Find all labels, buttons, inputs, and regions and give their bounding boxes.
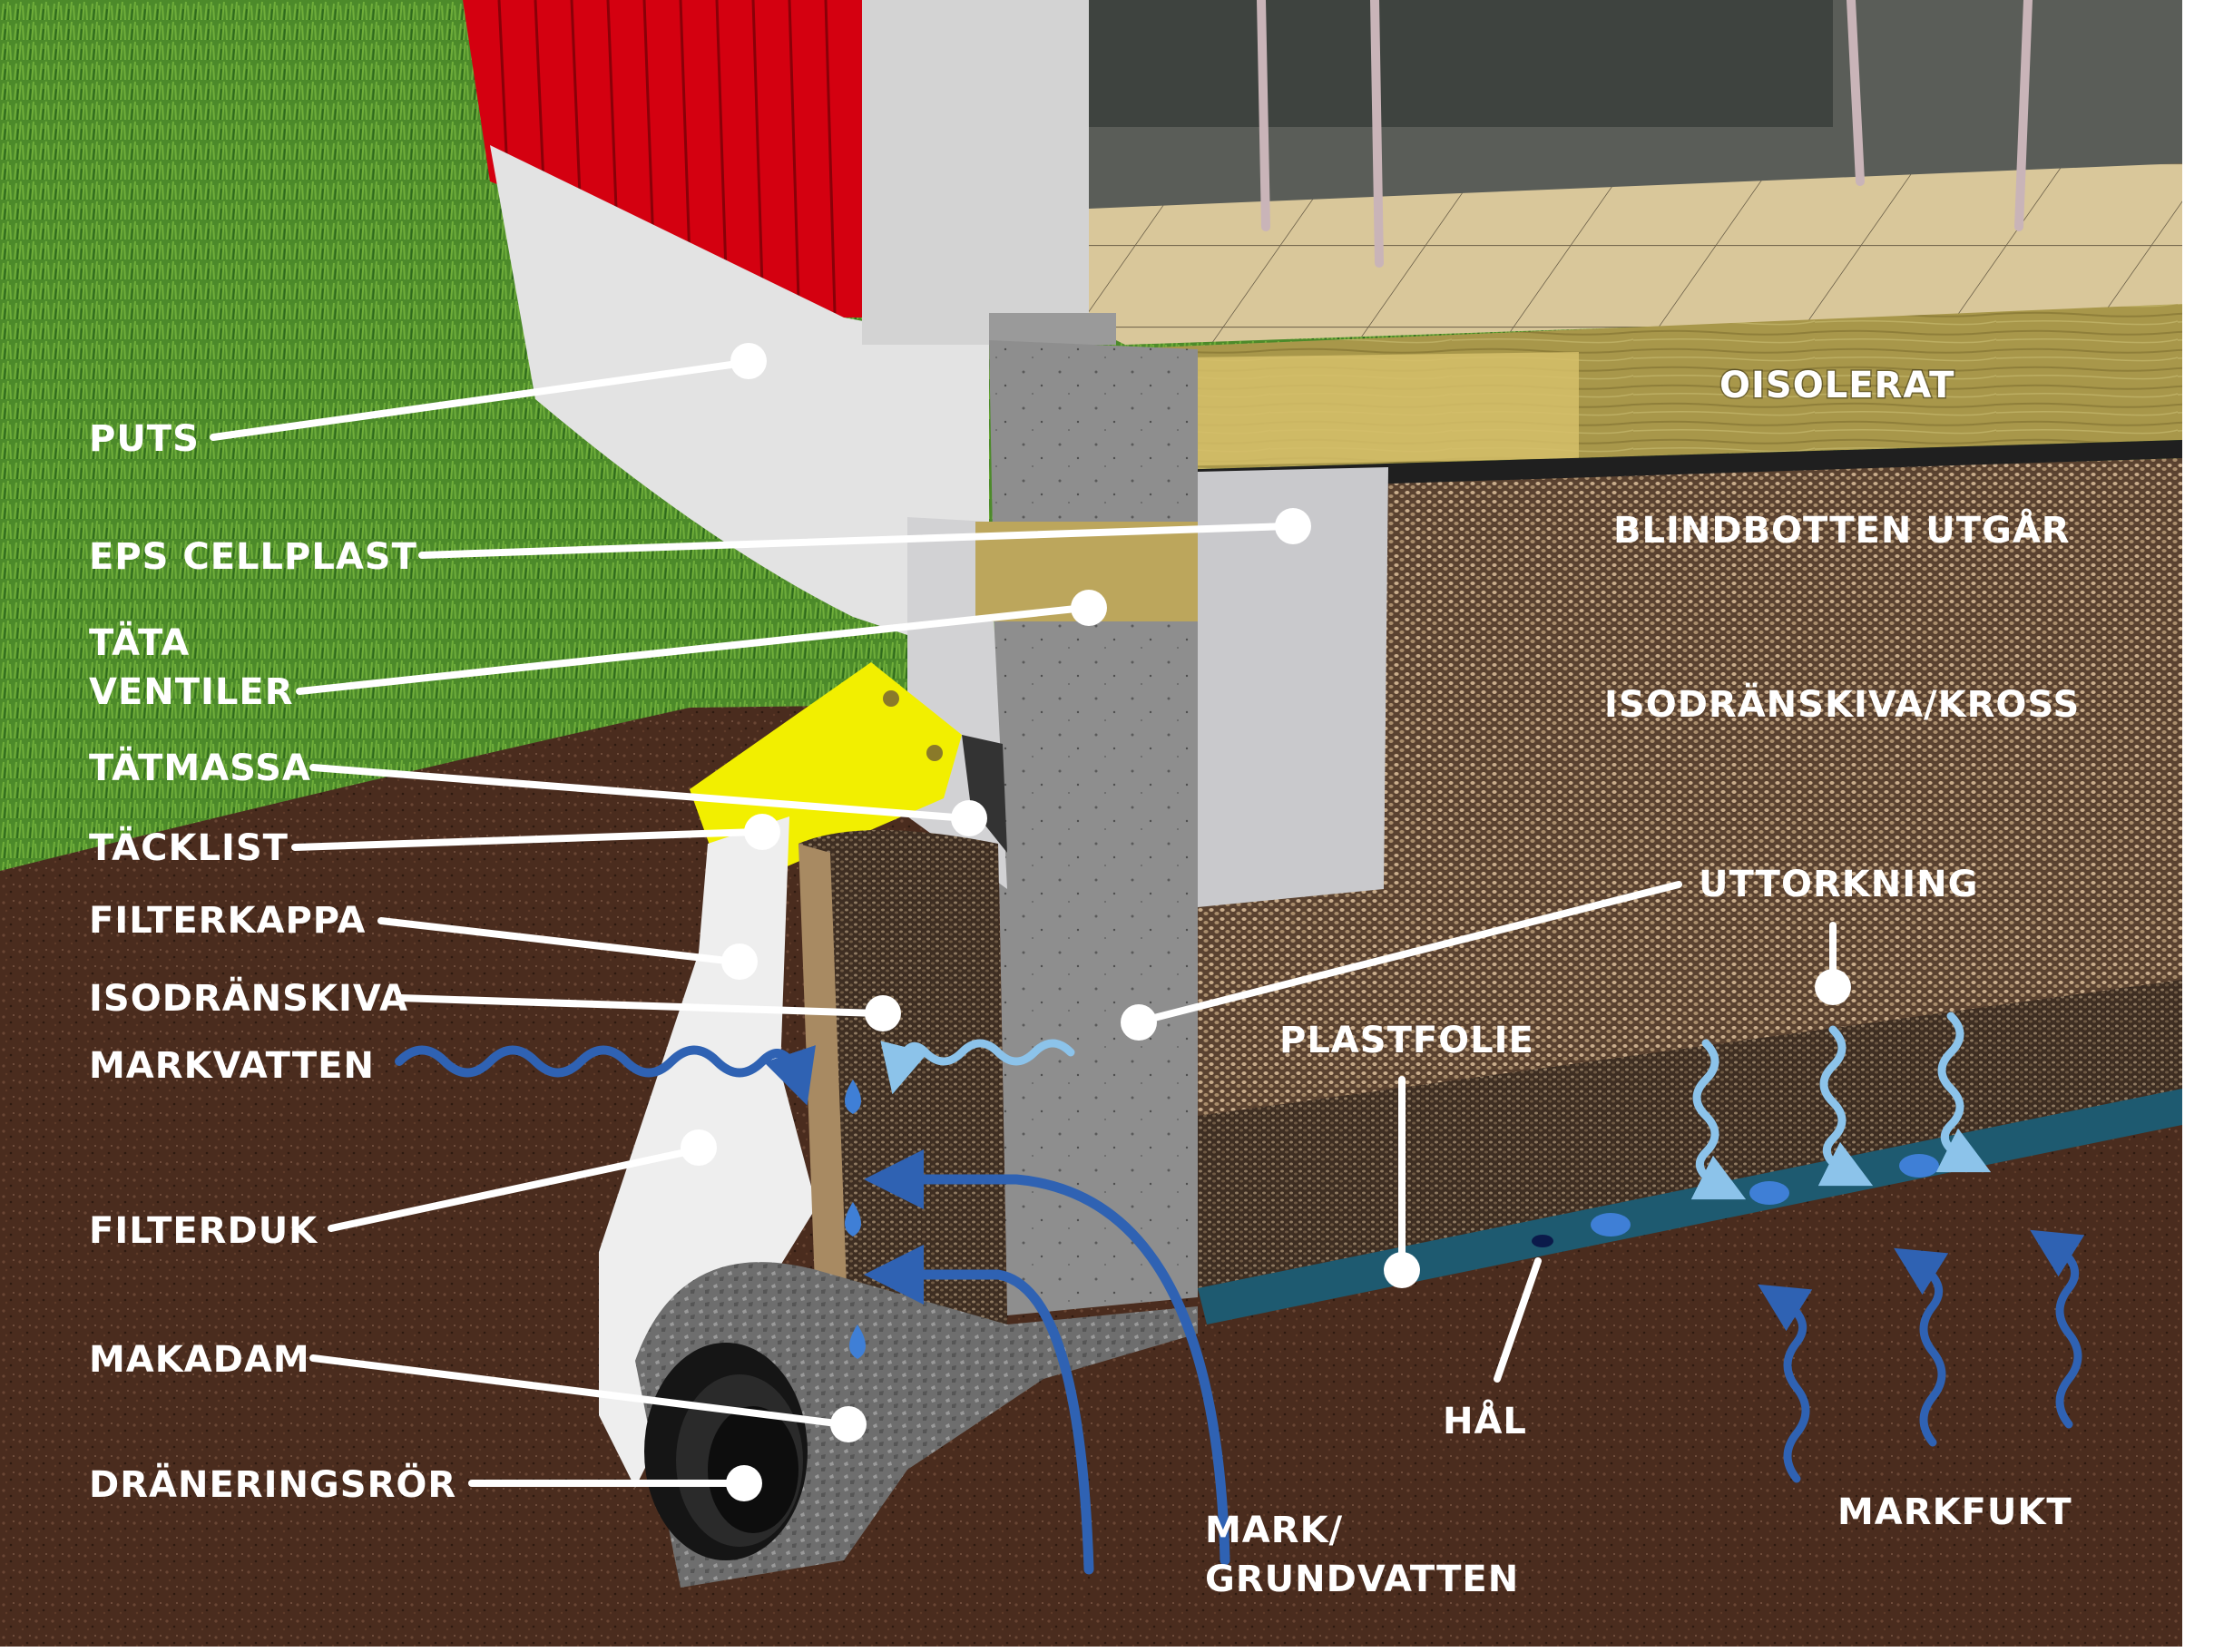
concrete-slab-top — [989, 313, 1116, 345]
chair-legs — [1257, 0, 2033, 268]
label-isodranskiva-kross: ISODRÄNSKIVA/KROSS — [1604, 682, 2080, 726]
label-tata-ventiler-line1: TÄTA — [89, 621, 190, 664]
label-hal: HÅL — [1443, 1398, 1527, 1442]
sofa — [1089, 0, 1833, 127]
label-filterduk: FILTERDUK — [89, 1210, 318, 1252]
label-makadam: MAKADAM — [89, 1339, 310, 1381]
kross-upper — [1198, 458, 2182, 1116]
tatmassa-seal — [962, 735, 1007, 853]
uttorkning-wall-arrow — [880, 1039, 1075, 1095]
label-tacklist: TÄCKLIST — [89, 826, 289, 869]
label-tatmassa: TÄTMASSA — [89, 746, 311, 789]
label-blindbotten-utgar: BLINDBOTTEN UTGÅR — [1613, 507, 2071, 552]
plastfolie-layer — [1198, 1089, 2182, 1325]
label-isodranskiva: ISODRÄNSKIVA — [89, 976, 408, 1020]
markfukt-arrows — [1758, 1229, 2085, 1483]
draneringsror-pipe — [644, 1343, 808, 1560]
label-filterkappa: FILTERKAPPA — [89, 900, 366, 942]
markvatten-arrow — [395, 1045, 816, 1106]
puts-wall — [490, 145, 989, 662]
hal-hole — [1532, 1235, 1553, 1247]
tacklist-screw — [883, 690, 899, 707]
concrete-foundation — [989, 340, 1198, 1315]
label-markvatten: MARKVATTEN — [89, 1045, 375, 1087]
label-mark-grundvatten-line1: MARK/ — [1205, 1510, 1343, 1551]
label-markfukt: MARKFUKT — [1837, 1491, 2072, 1533]
grundvatten-arrow-1 — [864, 1149, 1230, 1566]
red-facade — [463, 0, 862, 318]
puts-corner — [862, 0, 1089, 345]
grundvatten-arrow-2 — [864, 1245, 1094, 1575]
label-oisolerat: OISOLERAT — [1719, 365, 1954, 406]
leader-lines — [210, 343, 1851, 1501]
beam-insulation — [1116, 352, 1579, 467]
label-tata-ventiler-line2: VENTILER — [89, 671, 294, 713]
label-eps-cellplast: EPS CELLPLAST — [89, 536, 417, 578]
isodranskiva-face — [798, 844, 848, 1334]
label-plastfolie: PLASTFOLIE — [1279, 1020, 1534, 1061]
eps-inner — [1198, 467, 1388, 907]
tacklist-screw — [926, 745, 943, 761]
water-drops — [845, 1080, 1939, 1359]
label-uttorkning: UTTORKNING — [1699, 864, 1978, 905]
label-puts: PUTS — [89, 418, 200, 460]
uttorkning-arrows — [1690, 1012, 1992, 1200]
facade-grooves — [497, 0, 837, 314]
tile-floor — [1089, 163, 2182, 345]
label-draneringsror: DRÄNERINGSRÖR — [89, 1462, 456, 1506]
label-mark-grundvatten-line2: GRUNDVATTEN — [1205, 1559, 1519, 1600]
isodran-lower — [1198, 980, 2182, 1288]
